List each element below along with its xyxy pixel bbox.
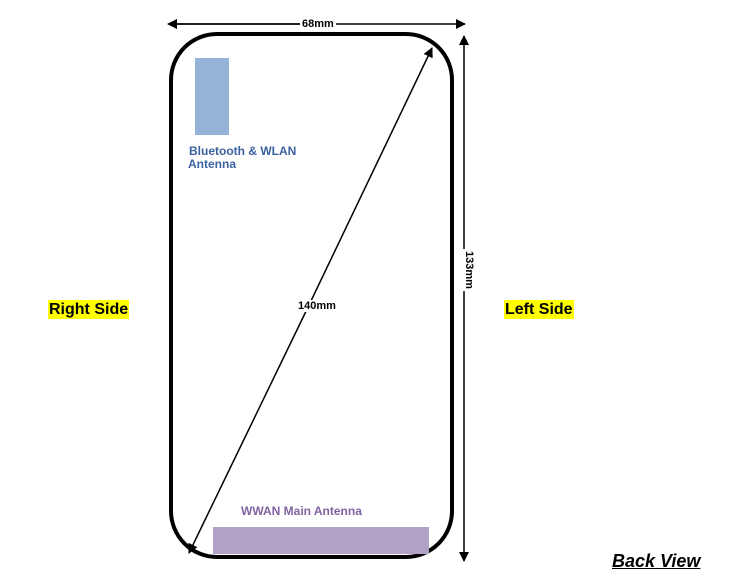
height-label: 133mm	[462, 249, 475, 291]
bt-wlan-antenna-block	[195, 58, 229, 135]
wwan-antenna-label: WWAN Main Antenna	[241, 504, 362, 518]
bt-wlan-antenna-label: Bluetooth & WLAN Antenna	[188, 144, 297, 171]
wwan-antenna-block	[213, 527, 429, 554]
left-side-label: Left Side	[504, 300, 574, 319]
bt-wlan-label-line2: Antenna	[188, 157, 236, 171]
diagonal-arrow-up	[309, 47, 433, 304]
width-label: 68mm	[300, 18, 336, 30]
diagonal-label: 140mm	[296, 300, 338, 312]
phone-outline	[169, 32, 454, 559]
bt-wlan-label-line1: Bluetooth & WLAN	[189, 144, 297, 158]
diagonal-arrow-down	[188, 302, 311, 554]
right-side-label: Right Side	[48, 300, 130, 319]
back-view-label: Back View	[612, 551, 701, 571]
